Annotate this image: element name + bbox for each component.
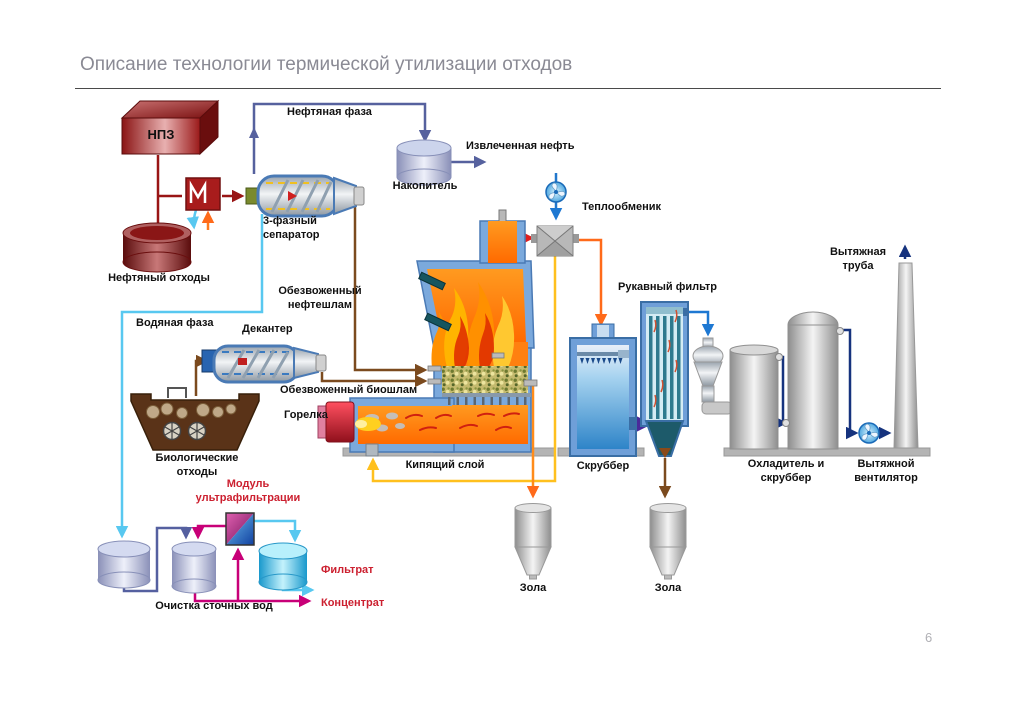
water-tank-1: [97, 540, 151, 589]
bio-waste-tank: [130, 387, 260, 451]
label-burner: Горелка: [284, 409, 328, 421]
label-oil-waste: Нефтяный отходы: [108, 272, 210, 284]
burner: [317, 401, 381, 443]
label-oil-phase: Нефтяная фаза: [287, 106, 372, 118]
exhaust-fan-icon: [858, 422, 880, 444]
flames: [431, 282, 515, 368]
rotary-valve: [692, 337, 733, 415]
oil-waste-tank: [122, 222, 192, 273]
water-tank-3: [258, 542, 308, 591]
label-ash-1: Зола: [519, 582, 547, 594]
label-decanter: Декантер: [242, 323, 293, 335]
hx-to-scrubber-line: [573, 238, 608, 327]
filter-to-valve-line: [688, 310, 715, 337]
bag-filter: [640, 301, 689, 458]
cooler2-to-fan-line: [838, 328, 859, 440]
cooler-columns: [729, 311, 844, 450]
label-scrubber: Скруббер: [576, 460, 630, 472]
label-ash-2: Зола: [654, 582, 682, 594]
furnace: [349, 209, 538, 457]
label-exhaust-stack: Вытяжная труба: [829, 246, 887, 272]
scrubber: [569, 323, 637, 457]
oil-phase-line: [252, 102, 432, 174]
page-number: 6: [925, 630, 933, 645]
ash-hopper-1: [514, 503, 552, 580]
label-heat-exchanger: Теплообменик: [582, 201, 662, 213]
aerator-icons: [162, 421, 207, 441]
label-fluidized-bed: Кипящий слой: [405, 459, 485, 471]
spray-nozzles: [580, 358, 623, 364]
ultrafiltration-module: [225, 512, 255, 546]
label-npz: НПЗ: [147, 127, 175, 142]
page-title: Описание технологии термической утилизац…: [80, 54, 573, 75]
label-filtrate: Фильтрат: [321, 564, 374, 576]
label-separator: 3-фазный сепаратор: [263, 215, 320, 241]
steam-heater-icon: [185, 177, 221, 230]
preheated-air-line: [366, 256, 557, 483]
label-storage-tank: Накопитель: [392, 180, 458, 192]
module-to-tank2-line: [191, 524, 226, 540]
cooler1-to-cooler2-line: [775, 355, 788, 430]
label-bag-filter: Рукавный фильтр: [618, 281, 717, 293]
storage-tank: [396, 139, 452, 186]
tank1-to-tank2-line: [122, 526, 193, 593]
bio-sludge-line: [320, 372, 428, 388]
heat-exchanger: [531, 225, 579, 257]
npz-box: [120, 99, 220, 156]
label-bio-waste: Биологические отходы: [155, 452, 239, 478]
label-exhaust-fan: Вытяжной вентилятор: [854, 458, 918, 484]
label-bio-sludge: Обезвоженный биошлам: [280, 384, 418, 396]
granule-bed: [442, 366, 528, 393]
oil-sludge-line: [353, 200, 428, 377]
label-uf-module: Модуль ультрафильтрации: [195, 478, 301, 504]
label-extracted-oil: Извлеченная нефть: [466, 140, 575, 152]
ash-hopper-2: [649, 503, 687, 580]
label-cooler-scrubber: Охладитель и скруббер: [747, 458, 825, 484]
label-concentrate: Концентрат: [321, 597, 385, 609]
label-oil-sludge: Обезвоженный нефтешлам: [278, 285, 362, 311]
water-phase-line: [115, 214, 264, 539]
stack-chimney: [893, 262, 919, 449]
three-phase-separator: [245, 174, 365, 218]
water-tank-2: [171, 541, 217, 594]
decanter: [201, 344, 327, 384]
title-divider: [75, 88, 941, 89]
module-to-tank3-line: [254, 519, 302, 543]
hx-fan-icon: [545, 181, 567, 203]
label-wastewater: Очистка сточных вод: [155, 600, 273, 612]
label-water-phase: Водяная фаза: [136, 317, 214, 329]
